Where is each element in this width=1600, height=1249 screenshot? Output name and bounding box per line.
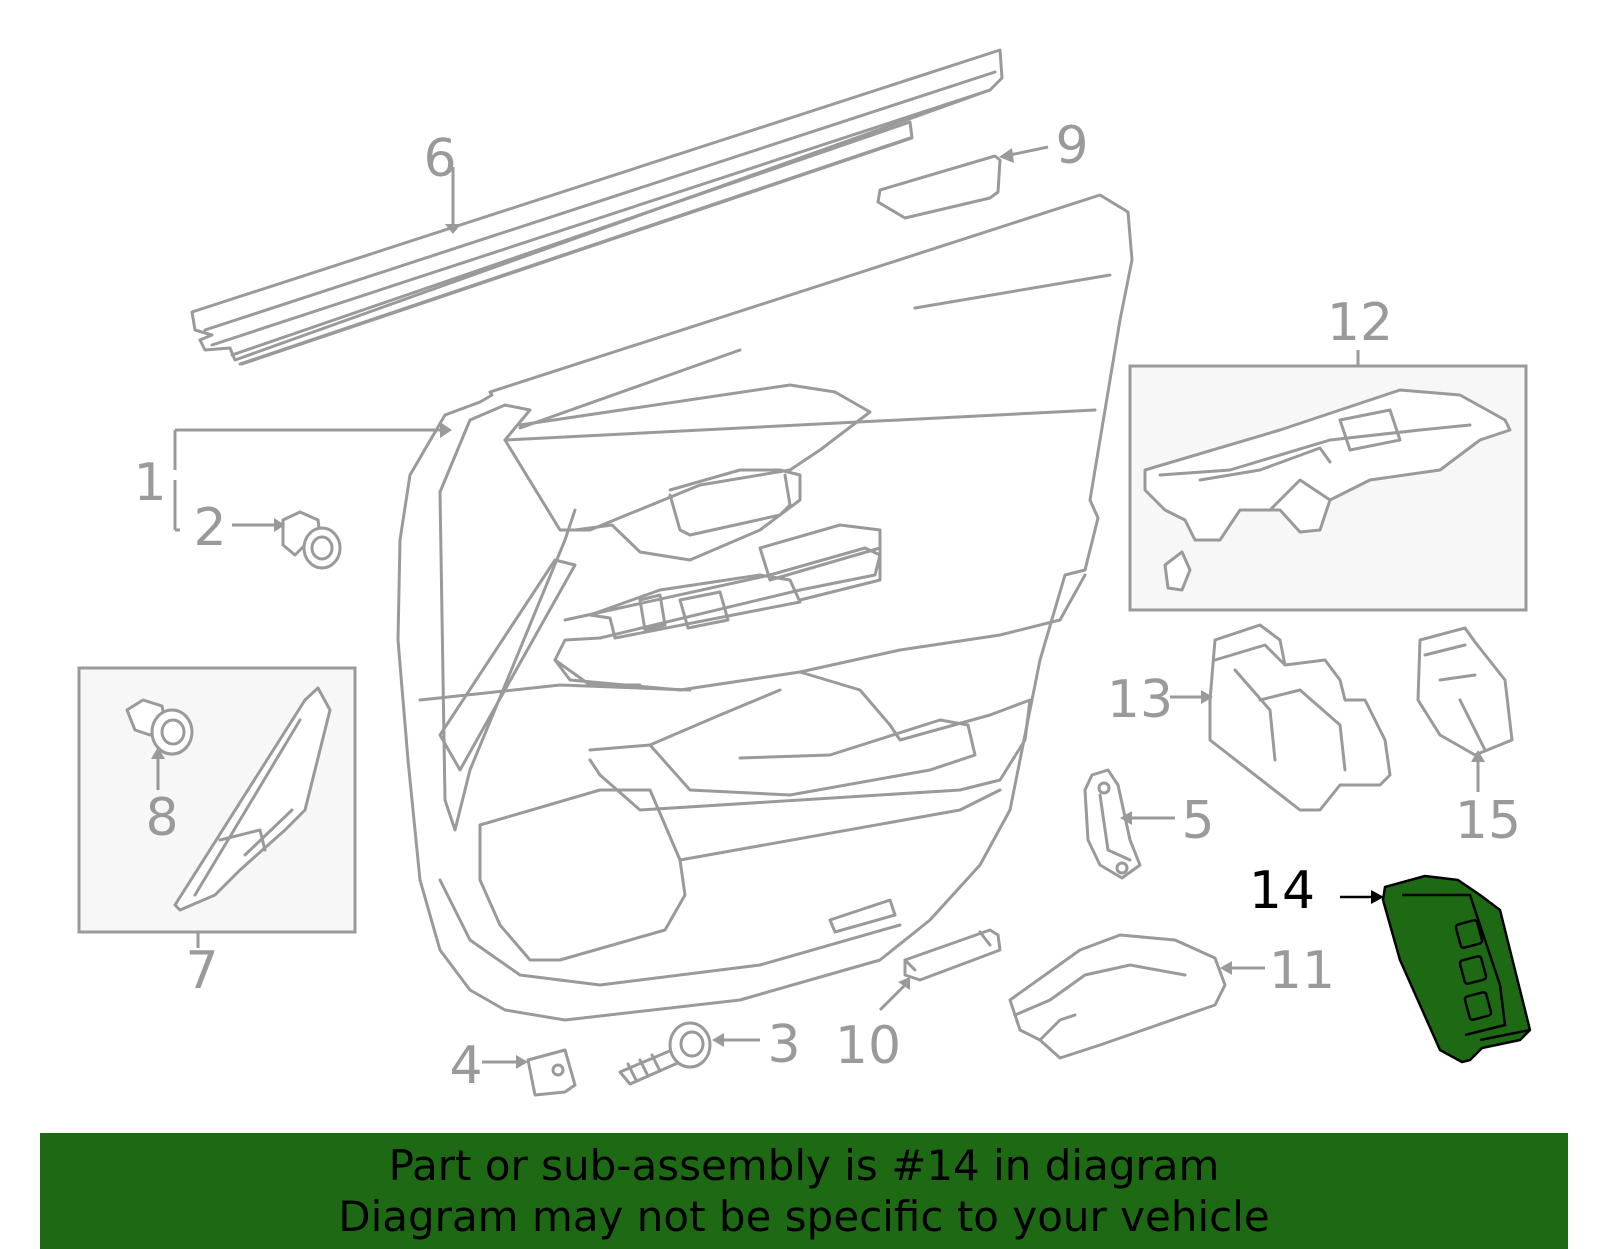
part-9-trim-cover — [876, 154, 1002, 220]
info-banner: Part or sub-assembly is #14 in diagram D… — [40, 1133, 1568, 1249]
callout-3: 3 — [767, 1015, 800, 1075]
callout-7: 7 — [185, 941, 218, 1001]
part-4-retainer — [526, 1048, 577, 1097]
callout-15: 15 — [1455, 791, 1521, 851]
part-8-clip — [125, 698, 194, 756]
callout-11: 11 — [1269, 941, 1335, 1001]
callout-labels: 6 9 1 2 12 13 8 5 15 14 7 11 10 4 3 — [133, 116, 1521, 1096]
callout-6: 6 — [423, 129, 456, 189]
callout-10: 10 — [835, 1016, 901, 1076]
part-6-belt-moulding — [190, 48, 1004, 366]
callout-13: 13 — [1107, 670, 1173, 730]
callout-4: 4 — [449, 1036, 482, 1096]
part-11-pull-handle — [1008, 933, 1227, 1060]
callout-5: 5 — [1181, 791, 1214, 851]
banner-line-2: Diagram may not be specific to your vehi… — [338, 1192, 1270, 1241]
callout-14: 14 — [1249, 861, 1315, 921]
leader-lines — [151, 145, 1485, 1069]
part-5-bracket — [1083, 768, 1142, 880]
callout-1: 1 — [133, 453, 166, 513]
callout-12: 12 — [1327, 293, 1393, 353]
callout-8: 8 — [145, 788, 178, 848]
part-15-switch-bezel — [1416, 626, 1514, 757]
part-13-switch — [1208, 623, 1392, 812]
banner-line-1: Part or sub-assembly is #14 in diagram — [388, 1141, 1220, 1190]
part-3-screw — [618, 1021, 712, 1086]
part-1-door-trim-panel — [396, 193, 1134, 1022]
part-2-clip — [281, 510, 342, 570]
box-12 — [1128, 364, 1528, 612]
part-10-handle-trim — [903, 928, 1002, 982]
part-14-highlighted-switch — [1381, 874, 1532, 1064]
box-7 — [77, 666, 357, 934]
callout-9: 9 — [1055, 116, 1088, 176]
callout-2: 2 — [193, 498, 226, 558]
